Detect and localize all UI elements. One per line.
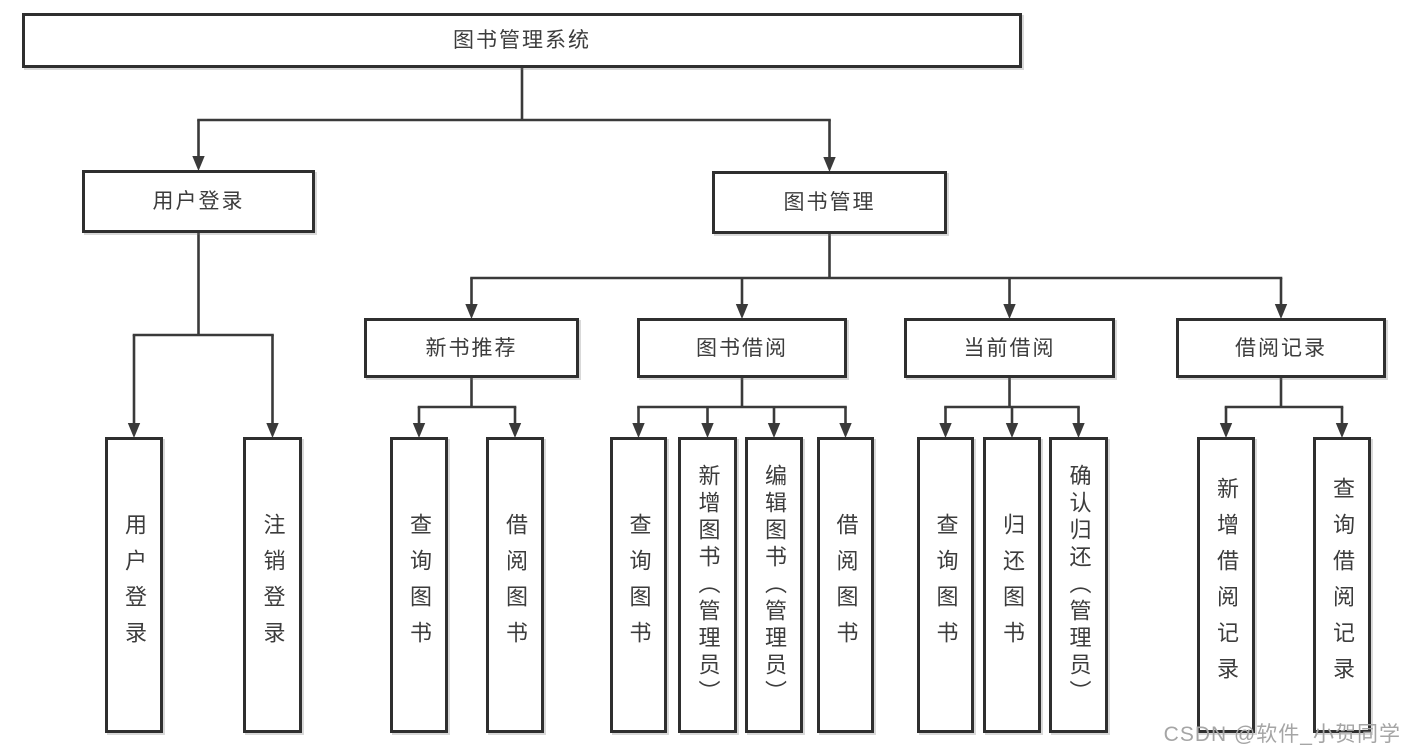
node-label-book-borrow: 图书借阅 [696,336,788,360]
node-leaf-cb-return: 归还图书 [983,437,1041,733]
node-book-borrow: 图书借阅 [637,318,847,378]
node-leaf-bb-add: 新增图书（管理员） [678,437,737,733]
node-leaf-bb-edit: 编辑图书（管理员） [745,437,803,733]
node-label-new-book-rec: 新书推荐 [425,336,518,360]
node-label-leaf-user-login: 用户登录 [122,513,147,657]
node-label-leaf-nb-query: 查询图书 [407,513,432,657]
node-leaf-cb-confirm: 确认归还（管理员） [1049,437,1108,733]
node-label-user-login: 用户登录 [152,190,245,213]
node-leaf-cb-query: 查询图书 [917,437,974,733]
node-label-leaf-br-add: 新增借阅记录 [1214,477,1239,693]
node-label-leaf-br-query: 查询借阅记录 [1330,477,1355,693]
node-label-leaf-cb-query: 查询图书 [933,513,959,657]
node-label-book-mgmt: 图书管理 [783,191,876,214]
node-label-leaf-bb-borrow: 借阅图书 [833,513,859,657]
node-label-leaf-cb-confirm: 确认归还（管理员） [1066,463,1092,707]
node-label-leaf-cb-return: 归还图书 [1000,513,1025,657]
node-label-leaf-bb-query: 查询图书 [626,513,652,657]
node-leaf-bb-query: 查询图书 [610,437,667,733]
node-leaf-br-query: 查询借阅记录 [1313,437,1371,733]
node-leaf-nb-query: 查询图书 [390,437,448,733]
node-leaf-bb-borrow: 借阅图书 [817,437,874,733]
node-new-book-rec: 新书推荐 [364,318,579,378]
node-borrow-records: 借阅记录 [1176,318,1386,378]
node-root: 图书管理系统 [22,13,1022,68]
node-book-mgmt: 图书管理 [712,171,947,234]
node-label-current-borrow: 当前借阅 [963,336,1056,360]
node-leaf-logout: 注销登录 [243,437,302,733]
node-label-root: 图书管理系统 [453,29,591,52]
node-label-leaf-nb-borrow: 借阅图书 [503,513,528,657]
node-label-borrow-records: 借阅记录 [1235,336,1327,360]
node-label-leaf-bb-edit: 编辑图书（管理员） [762,463,787,707]
node-label-leaf-bb-add: 新增图书（管理员） [695,463,721,707]
node-leaf-user-login: 用户登录 [105,437,163,733]
node-leaf-nb-borrow: 借阅图书 [486,437,544,733]
node-leaf-br-add: 新增借阅记录 [1197,437,1255,733]
node-label-leaf-logout: 注销登录 [260,513,286,657]
watermark: CSDN @软件_小贺同学 [1163,723,1401,746]
node-user-login: 用户登录 [82,170,315,233]
node-current-borrow: 当前借阅 [904,318,1115,378]
